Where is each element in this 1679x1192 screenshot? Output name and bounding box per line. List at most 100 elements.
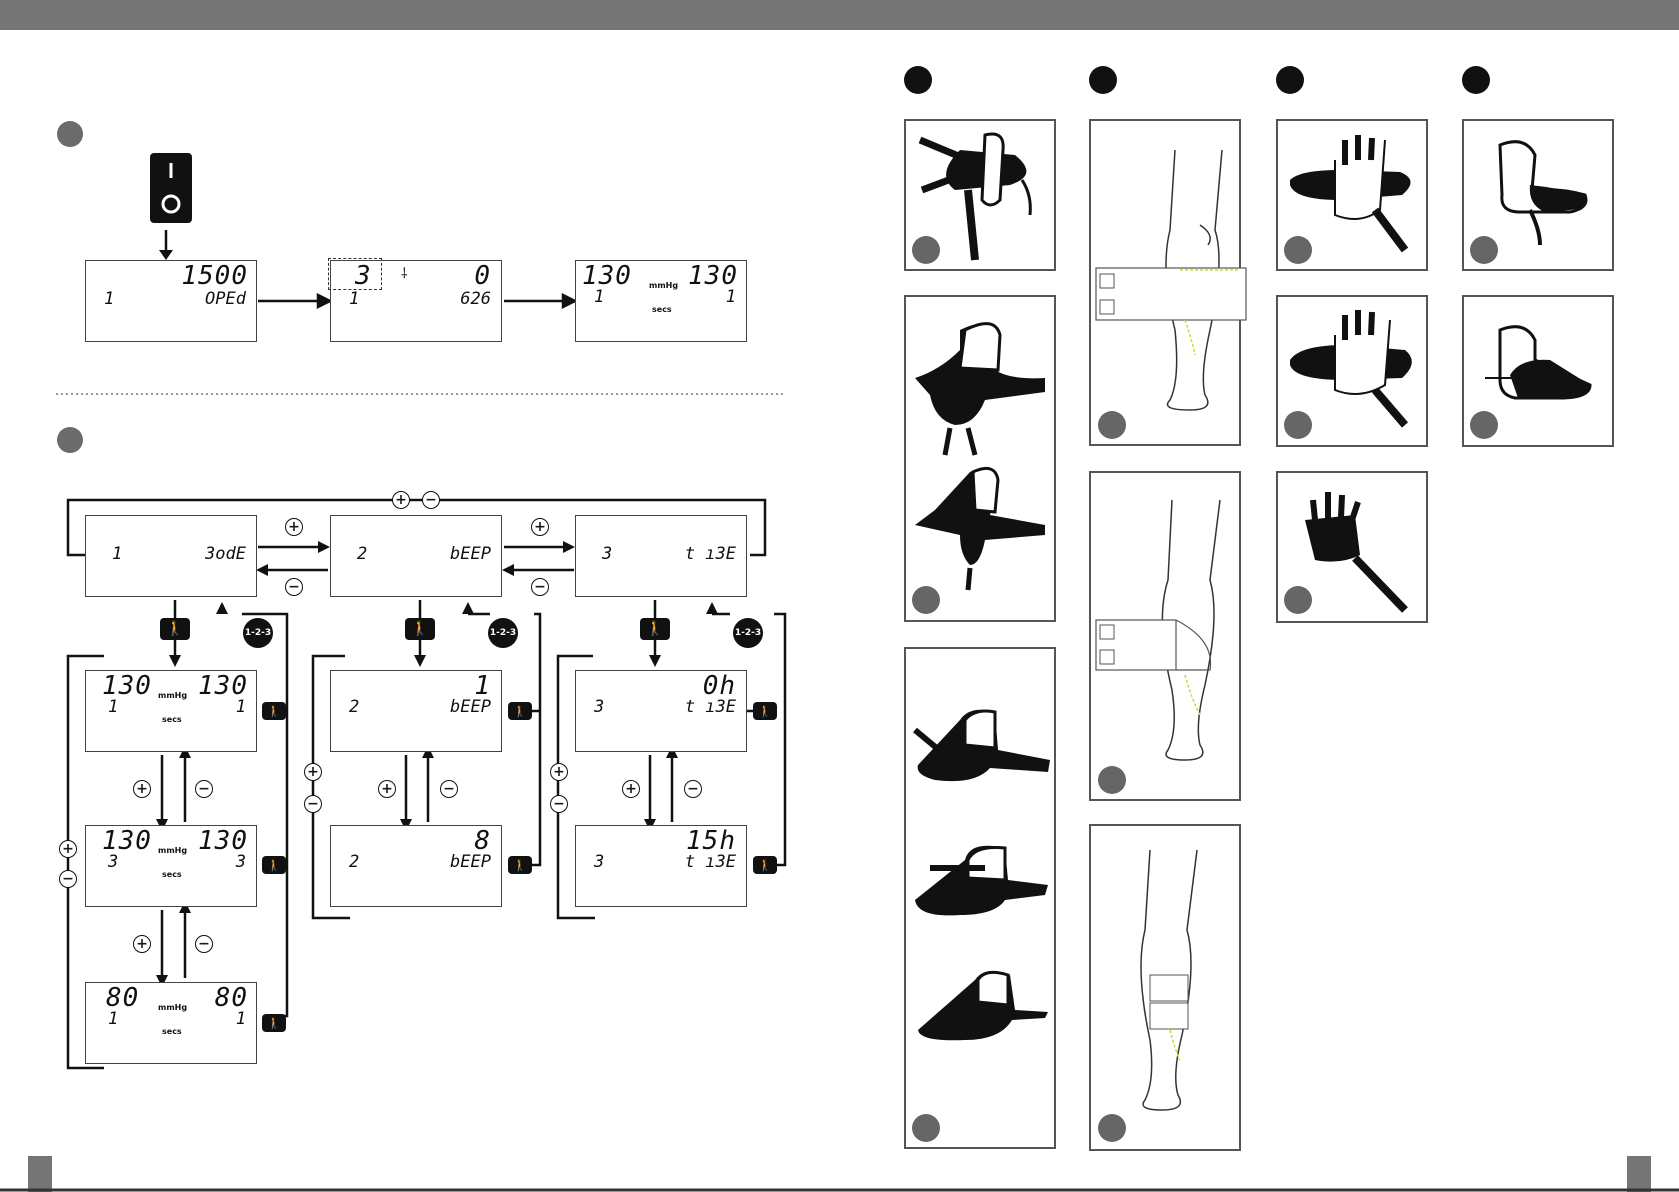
walk-button-col2[interactable]: 🚶 bbox=[405, 618, 435, 640]
foot-cuff-wrap-illustration bbox=[905, 296, 1055, 621]
cycle-badge-col3[interactable]: 1-2-3 bbox=[733, 618, 763, 648]
lcd-unit: mmHg bbox=[158, 846, 187, 855]
lcd-top-left: 80 bbox=[106, 985, 139, 1011]
foot-cuff-steps-illustration bbox=[905, 648, 1055, 1148]
calf-cuff-front-illustration bbox=[1090, 120, 1246, 445]
lcd-bottom-left: 1 bbox=[349, 291, 359, 308]
walk-button-col3-a[interactable]: 🚶 bbox=[753, 702, 777, 720]
walk-button-col1[interactable]: 🚶 bbox=[160, 618, 190, 640]
lcd-unit: mmHg bbox=[649, 281, 678, 290]
plus-button-col2[interactable]: + bbox=[378, 780, 396, 798]
lcd-top-right: 130 bbox=[688, 263, 738, 289]
lcd-bottom-left: 1 bbox=[108, 699, 118, 716]
walk-button-col2-a[interactable]: 🚶 bbox=[508, 702, 532, 720]
lcd-top-left: 130 bbox=[102, 673, 152, 699]
page-tab-left bbox=[28, 1156, 52, 1192]
lcd-bottom-right: 1 bbox=[726, 289, 736, 306]
plus-button-loop[interactable]: + bbox=[392, 491, 410, 509]
minus-button-col1-a[interactable]: − bbox=[195, 780, 213, 798]
lcd-top-left: 130 bbox=[582, 263, 632, 289]
lcd-col2-b: 8 2 bEEP bbox=[330, 825, 502, 907]
minus-button-col1-side[interactable]: − bbox=[59, 870, 77, 888]
walk-button-col2-b[interactable]: 🚶 bbox=[508, 856, 532, 874]
plus-button-mode[interactable]: + bbox=[285, 518, 303, 536]
lcd-bottom-right: OPEd bbox=[205, 291, 246, 308]
lcd-menu-mode: 1 3odE bbox=[85, 515, 257, 597]
lcd-top-right: 1 bbox=[474, 673, 491, 699]
lcd-menu-num: 3 bbox=[602, 546, 612, 563]
lcd-menu-num: 2 bbox=[357, 546, 367, 563]
lcd-top-right: 130 bbox=[198, 673, 248, 699]
plus-button-col3[interactable]: + bbox=[622, 780, 640, 798]
lcd-top-left: 3 bbox=[355, 263, 372, 289]
minus-button-mode[interactable]: − bbox=[285, 578, 303, 596]
walk-button-col3[interactable]: 🚶 bbox=[640, 618, 670, 640]
lcd-mid-label: secs bbox=[162, 870, 182, 879]
person-icon: ⸸ bbox=[401, 264, 408, 283]
minus-button-loop[interactable]: − bbox=[422, 491, 440, 509]
walk-button-col1-a[interactable]: 🚶 bbox=[262, 702, 286, 720]
plus-button-col1-a[interactable]: + bbox=[133, 780, 151, 798]
step-dot-b bbox=[57, 427, 83, 453]
minus-button-col3-side[interactable]: − bbox=[550, 795, 568, 813]
minus-button-beep[interactable]: − bbox=[531, 578, 549, 596]
lcd-bottom-right: 626 bbox=[460, 291, 491, 308]
lcd-unit: mmHg bbox=[158, 1003, 187, 1012]
hand-cuff-closed-illustration bbox=[1277, 472, 1427, 622]
minus-button-col2[interactable]: − bbox=[440, 780, 458, 798]
lcd-bottom-right: 3 bbox=[236, 854, 246, 871]
lcd-col1-b: 130 mmHg 130 3 secs 3 bbox=[85, 825, 257, 907]
lcd-open-display: 1500 1 OPEd bbox=[85, 260, 257, 342]
minus-button-col3[interactable]: − bbox=[684, 780, 702, 798]
lcd-top-right: 15h bbox=[686, 828, 736, 854]
lcd-menu-word: t ı3E bbox=[685, 546, 736, 563]
lcd-menu-beep: 2 bEEP bbox=[330, 515, 502, 597]
lcd-menu-word: bEEP bbox=[450, 546, 491, 563]
lcd-code-display: 3 ⸸ 0 1 626 bbox=[330, 260, 502, 342]
lcd-bottom-left: 1 bbox=[594, 289, 604, 306]
lcd-bottom-right: t ı3E bbox=[685, 854, 736, 871]
walk-button-col3-b[interactable]: 🚶 bbox=[753, 856, 777, 874]
lcd-top-right: 130 bbox=[198, 828, 248, 854]
lcd-col1-a: 130 mmHg 130 1 secs 1 bbox=[85, 670, 257, 752]
lcd-bottom-left: 3 bbox=[108, 854, 118, 871]
hand-cuff-open-illustration bbox=[1277, 120, 1427, 270]
lcd-mid-label: secs bbox=[162, 715, 182, 724]
page-tab-right bbox=[1627, 1156, 1651, 1192]
plus-button-col3-side[interactable]: + bbox=[550, 763, 568, 781]
lcd-col3-a: 0h 3 t ı3E bbox=[575, 670, 747, 752]
lcd-top-left: 130 bbox=[102, 828, 152, 854]
walk-button-col1-b[interactable]: 🚶 bbox=[262, 856, 286, 874]
hand-cuff-wrap-illustration bbox=[1277, 296, 1427, 446]
plus-button-col1-side[interactable]: + bbox=[59, 840, 77, 858]
cycle-badge-col1[interactable]: 1-2-3 bbox=[243, 618, 273, 648]
lcd-pressure-display: 130 mmHg 130 1 secs 1 bbox=[575, 260, 747, 342]
arrowheads bbox=[156, 541, 718, 987]
lcd-unit: mmHg bbox=[158, 691, 187, 700]
lcd-bottom-right: 1 bbox=[236, 699, 246, 716]
minus-button-col1-b[interactable]: − bbox=[195, 935, 213, 953]
lcd-bottom-left: 2 bbox=[349, 699, 359, 716]
lcd-top-right: 80 bbox=[215, 985, 248, 1011]
plus-button-col2-side[interactable]: + bbox=[304, 763, 322, 781]
step-dot-a bbox=[57, 121, 83, 147]
foot-sock-open-illustration bbox=[1463, 120, 1613, 270]
calf-cuff-side-illustration bbox=[1090, 472, 1240, 800]
foot-sock-closed-illustration bbox=[1463, 296, 1613, 446]
minus-button-col2-side[interactable]: − bbox=[304, 795, 322, 813]
header-bar bbox=[0, 0, 1679, 30]
lcd-col3-b: 15h 3 t ı3E bbox=[575, 825, 747, 907]
cycle-badge-col2[interactable]: 1-2-3 bbox=[488, 618, 518, 648]
lcd-col2-a: 1 2 bEEP bbox=[330, 670, 502, 752]
plus-button-beep[interactable]: + bbox=[531, 518, 549, 536]
lcd-bottom-left: 3 bbox=[594, 699, 604, 716]
lcd-mid-label: secs bbox=[162, 1027, 182, 1036]
calf-cuff-wrapped-illustration bbox=[1090, 825, 1240, 1150]
lcd-menu-num: 1 bbox=[112, 546, 122, 563]
lcd-bottom-left: 1 bbox=[108, 1011, 118, 1028]
walk-button-col1-c[interactable]: 🚶 bbox=[262, 1014, 286, 1032]
plus-button-col1-b[interactable]: + bbox=[133, 935, 151, 953]
lcd-menu-word: 3odE bbox=[205, 546, 246, 563]
lcd-top-right: 1500 bbox=[181, 263, 248, 289]
lcd-top-right: 0 bbox=[474, 263, 491, 289]
